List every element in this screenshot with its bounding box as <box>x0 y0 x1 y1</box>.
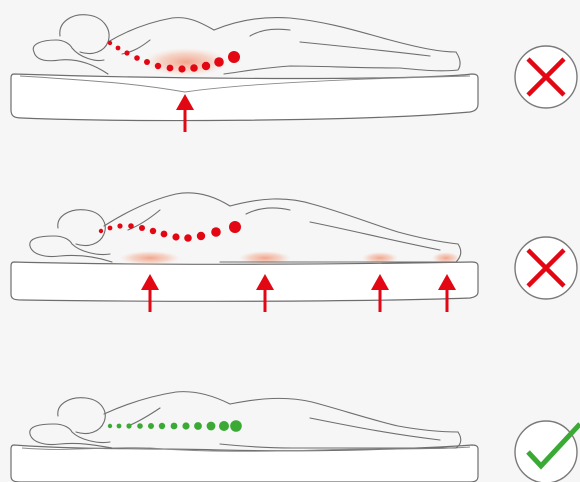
mattress <box>11 262 478 301</box>
mattress <box>11 445 478 482</box>
sleeper-figure <box>33 15 460 74</box>
spine-dots <box>99 221 241 242</box>
panel-correct-mattress <box>11 392 580 482</box>
pressure-zone <box>239 251 291 265</box>
badge-incorrect <box>515 46 577 108</box>
badge-incorrect <box>515 237 577 299</box>
sleeper-figure <box>30 392 461 448</box>
sleeper-figure <box>30 193 461 262</box>
spine-dots <box>108 420 242 432</box>
panel-soft-mattress <box>11 15 577 132</box>
badge-correct <box>515 421 580 482</box>
pressure-zone <box>120 251 180 265</box>
panel-hard-mattress <box>11 193 577 312</box>
mattress <box>11 74 478 120</box>
